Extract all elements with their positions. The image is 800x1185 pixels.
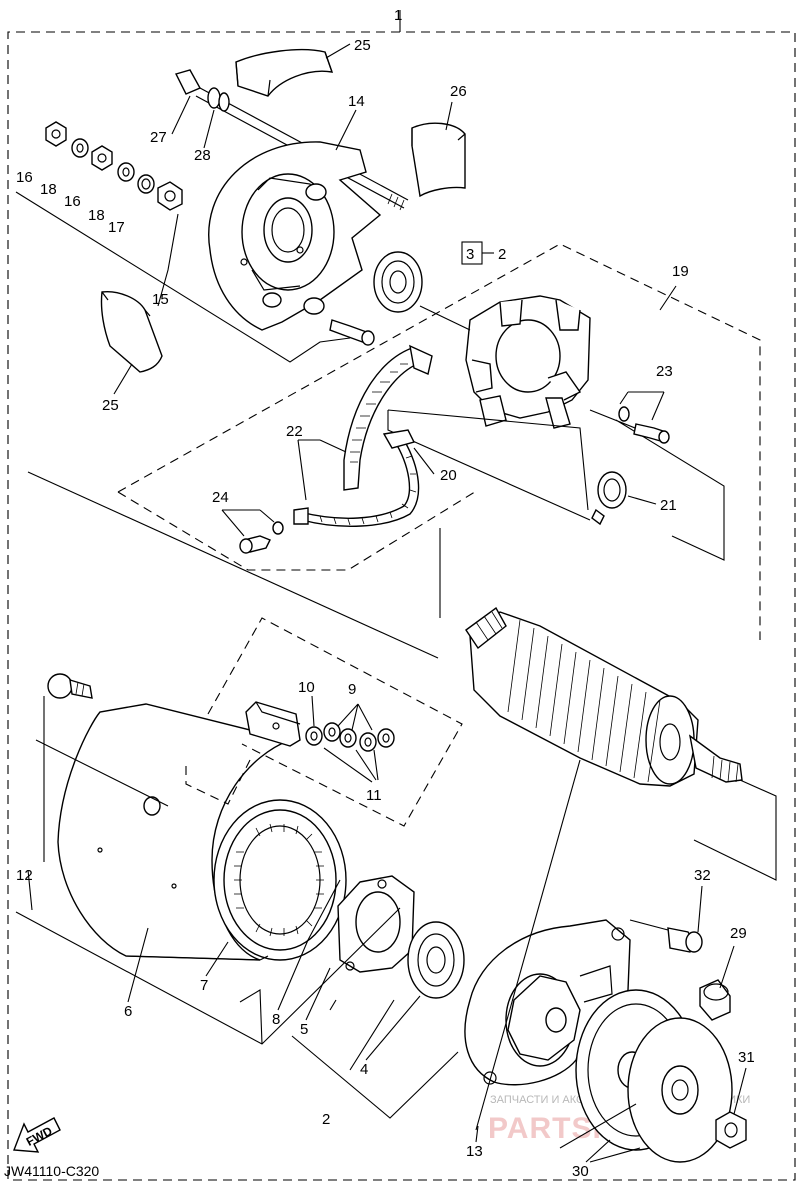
- callout-25-bottom: 25: [102, 397, 119, 414]
- callout-2-top: 2: [498, 246, 506, 263]
- assembly-boundary: [7, 10, 796, 1181]
- washer-28: [207, 87, 230, 112]
- front-bracket: [464, 919, 631, 1086]
- bearing-3: [373, 251, 423, 313]
- callout-24-bracket: [221, 509, 275, 537]
- callout-28: 28: [194, 147, 211, 164]
- yoke-6: [57, 703, 347, 961]
- brush-holder-lines: [387, 305, 725, 561]
- terminal-plate: [245, 701, 301, 747]
- nut-15: [157, 181, 183, 211]
- callout-12: 12: [16, 867, 33, 884]
- washer-10: [305, 726, 323, 746]
- armature: [465, 606, 743, 787]
- diagram-code: JW41110-C320: [4, 1163, 99, 1179]
- callout-20: 20: [440, 467, 457, 484]
- callout-30: 30: [572, 1163, 589, 1180]
- screw-24: [239, 521, 284, 554]
- end-cover-14: [208, 141, 382, 331]
- callout-4: 4: [360, 1061, 368, 1078]
- brush-set-boundary: [185, 617, 463, 827]
- callout-8: 8: [272, 1011, 280, 1028]
- gear-30: [575, 989, 733, 1163]
- callout-18-b: 18: [88, 207, 105, 224]
- callout-6: 6: [124, 1003, 132, 1020]
- callout-7: 7: [200, 977, 208, 994]
- cover-bolt: [303, 297, 375, 346]
- nut-16-b: [91, 145, 113, 171]
- callout-22: 22: [286, 423, 303, 440]
- callout-29: 29: [730, 925, 747, 942]
- fastener-chain-line: [15, 191, 351, 363]
- brush-holder-boundary: [117, 243, 761, 640]
- brush-lead-22: [343, 344, 433, 491]
- screw-12: [47, 673, 93, 699]
- brush-25-top: [235, 48, 334, 97]
- bearing-21: [591, 471, 627, 526]
- callout-19: 19: [672, 263, 689, 280]
- callout-14: 14: [348, 93, 365, 110]
- armature-line: [27, 471, 441, 659]
- callout-3: 3: [466, 246, 474, 263]
- nut-16-a: [45, 121, 67, 147]
- callout-1: 1: [394, 7, 402, 24]
- callout-5: 5: [300, 1021, 308, 1038]
- washers-9: [323, 722, 395, 752]
- callout-leaders: [27, 43, 747, 1163]
- bottom-assembly-lines: [15, 759, 669, 1149]
- brush-25-left: [100, 291, 163, 373]
- callout-31: 31: [738, 1049, 755, 1066]
- callout-9: 9: [348, 681, 356, 698]
- brush-holder-plate: [465, 295, 591, 429]
- fwd-arrow-icon: FWD: [13, 1117, 61, 1153]
- gasket-5: [337, 875, 415, 973]
- callout-16-b: 16: [64, 193, 81, 210]
- brush-26: [411, 122, 466, 198]
- nut-31: [715, 1111, 747, 1149]
- armature-lead-lines: [693, 779, 777, 881]
- washer-18-a: [71, 138, 89, 158]
- callout-17: 17: [108, 219, 125, 236]
- bolt-32: [667, 927, 703, 953]
- callout-25-top: 25: [354, 37, 371, 54]
- screw-23: [618, 406, 670, 444]
- callout-21: 21: [660, 497, 677, 514]
- callout-22-bracket: [297, 439, 347, 501]
- callout-9-11-lines: [311, 695, 379, 783]
- brush-lead-20: [293, 429, 420, 527]
- bearing-4: [407, 921, 465, 999]
- callout-23: 23: [656, 363, 673, 380]
- collar-29: [699, 979, 731, 1021]
- ref-3-box: [461, 241, 494, 265]
- callout-11: 11: [366, 787, 382, 804]
- callout-27: 27: [150, 129, 167, 146]
- callout-24: 24: [212, 489, 229, 506]
- screw-12-line: [35, 696, 169, 862]
- washer-18-b: [117, 162, 135, 182]
- callout-18-a: 18: [40, 181, 57, 198]
- callout-10: 10: [298, 679, 315, 696]
- callout-23-bracket: [619, 391, 665, 421]
- callout-26: 26: [450, 83, 467, 100]
- washer-17: [137, 174, 155, 194]
- callout-32: 32: [694, 867, 711, 884]
- callout-2-bottom: 2: [322, 1111, 330, 1128]
- callout-13: 13: [466, 1143, 483, 1160]
- callout-16-a: 16: [16, 169, 33, 186]
